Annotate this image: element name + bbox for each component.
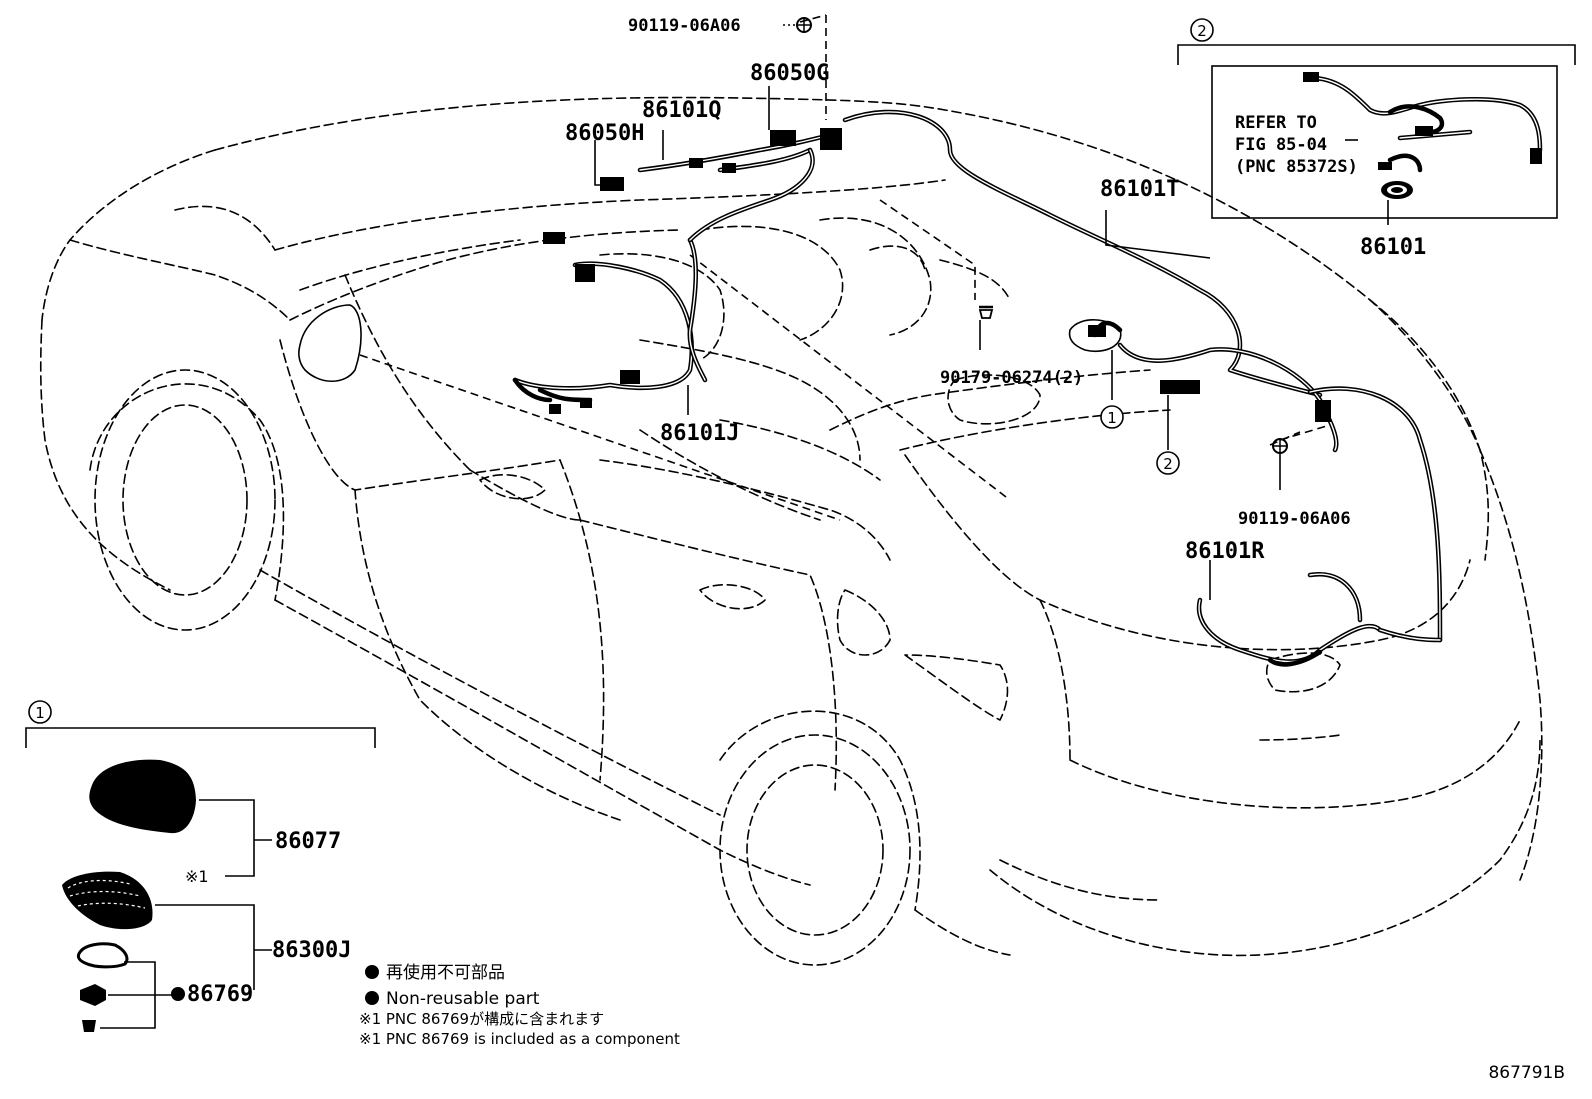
legend-en-component: ※1 PNC 86769 is included as a component	[359, 1030, 680, 1048]
legend-en-nonreusable: Non-reusable part	[386, 989, 540, 1009]
label-86101J: 86101J	[660, 421, 739, 446]
harness-86101Q	[637, 132, 833, 243]
refer-line-1: REFER TO	[1235, 113, 1317, 133]
bolt-icon	[1272, 438, 1288, 454]
label-bolt-top: 90119-06A06	[628, 16, 741, 36]
label-86101Q: 86101Q	[642, 98, 721, 123]
connector	[770, 130, 796, 146]
label-86101R: 86101R	[1185, 539, 1265, 564]
callout-marker-1: 1	[1100, 405, 1124, 429]
connector	[543, 232, 565, 244]
leader-guides	[359, 14, 1331, 521]
label-86101: 86101	[1360, 235, 1426, 260]
legend-jp-component: ※1 PNC 86769が構成に含まれます	[359, 1010, 604, 1028]
svg-text:1: 1	[35, 704, 45, 722]
connector	[1160, 380, 1200, 394]
connector	[600, 177, 624, 191]
svg-text:2: 2	[1163, 455, 1173, 473]
inset-2	[1177, 44, 1576, 219]
label-86050H: 86050H	[565, 121, 644, 146]
svg-text:1: 1	[1107, 409, 1117, 427]
nonreusable-dot	[171, 987, 185, 1001]
inset-1-marker: 1	[28, 700, 52, 724]
label-bolt-right: 90119-06A06	[1238, 509, 1351, 529]
connector	[575, 264, 595, 282]
label-86300J: 86300J	[272, 938, 351, 963]
label-86769: 86769	[187, 982, 253, 1007]
harness-86101J	[512, 237, 708, 403]
bolt-icon	[783, 17, 812, 33]
note-mark: ※1	[185, 867, 209, 886]
legend-jp-nonreusable: 再使用不可部品	[386, 962, 505, 983]
label-86101T: 86101T	[1100, 177, 1179, 202]
refer-line-3: (PNC 85372S)	[1235, 157, 1358, 177]
inset-2-marker: 2	[1190, 18, 1214, 42]
legend: 再使用不可部品 Non-reusable part ※1 PNC 86769が構…	[359, 962, 680, 1048]
car-body-outline	[39, 96, 1543, 966]
legend-dot-en	[365, 991, 379, 1005]
callout-marker-2: 2	[1156, 451, 1180, 475]
figure-id: 867791B	[1488, 1063, 1565, 1083]
refer-line-2: FIG 85-04	[1235, 135, 1327, 155]
svg-text:2: 2	[1197, 22, 1207, 40]
connector	[689, 158, 703, 168]
leader-lines	[594, 86, 1389, 600]
connector	[1088, 325, 1106, 337]
connector	[1315, 400, 1331, 422]
inset-1	[25, 727, 376, 1032]
connector	[820, 128, 842, 150]
label-86050G: 86050G	[750, 61, 829, 86]
connectors	[543, 128, 1331, 422]
connector	[620, 370, 640, 384]
label-86077: 86077	[275, 829, 341, 854]
clip-icon	[978, 305, 994, 319]
label-clip: 90179-06274(2)	[940, 368, 1083, 388]
harness-86101R	[1196, 571, 1443, 667]
connector	[580, 398, 592, 408]
antenna-pad	[1068, 319, 1122, 352]
connector	[722, 163, 736, 173]
connector	[549, 404, 561, 414]
legend-dot-jp	[365, 965, 379, 979]
